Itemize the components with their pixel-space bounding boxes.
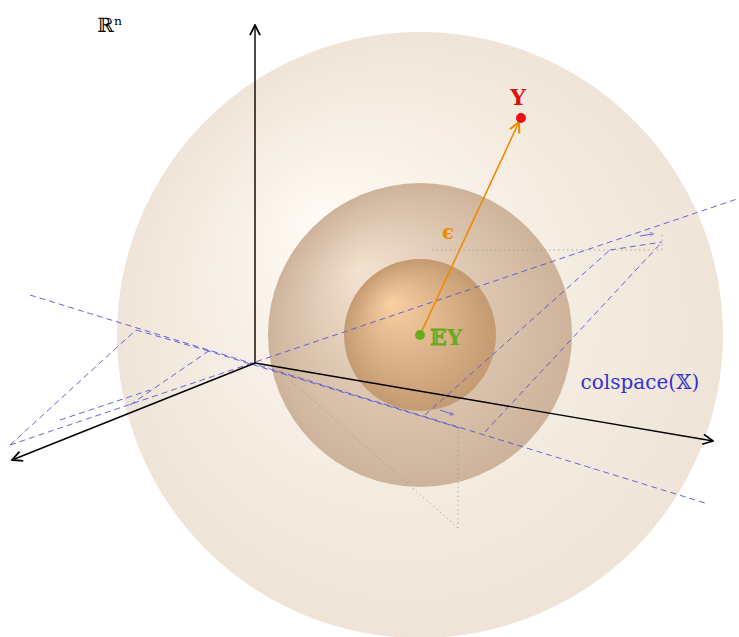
observation-point [516, 113, 526, 123]
space-label: ℝⁿ [97, 14, 122, 36]
axes [12, 25, 713, 460]
middle-sphere [268, 183, 572, 487]
outer-sphere [117, 32, 723, 637]
error-arrow [420, 122, 519, 335]
error-label: ϵ [442, 221, 454, 243]
inner-sphere [344, 259, 496, 411]
column-space-plane [10, 198, 739, 503]
mean-label: 𝔼Y [430, 325, 462, 349]
observation-label: Y [510, 85, 526, 109]
mean-point [415, 330, 425, 340]
column-space-label: colspace(𝕏) [581, 371, 700, 393]
